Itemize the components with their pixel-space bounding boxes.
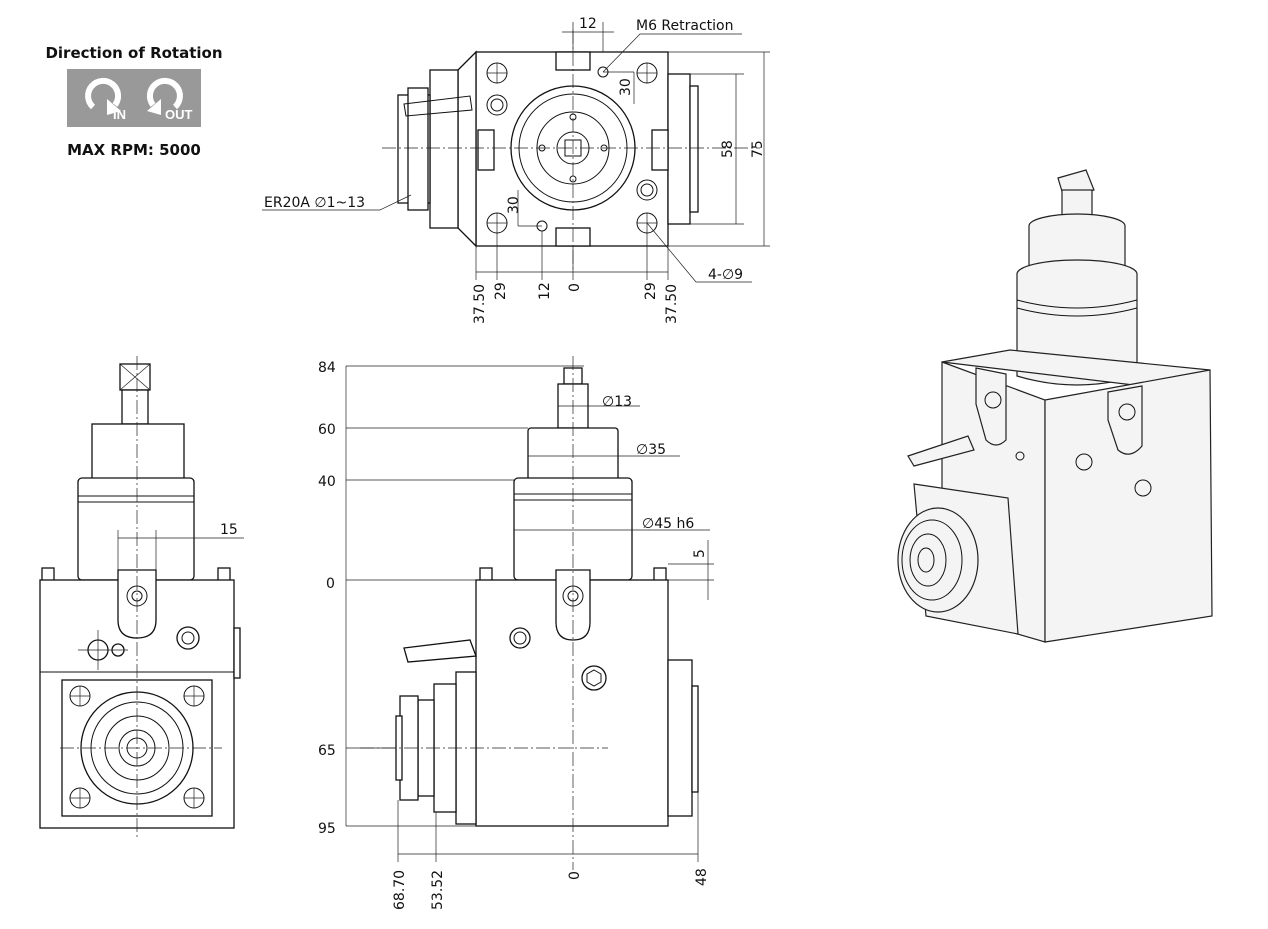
iso-clamp-left [975,367,1007,446]
dim-15-line [117,530,244,570]
side-upper-housing [91,423,185,481]
top-view-chamfer [457,50,477,248]
side-bolt-inner [181,631,195,645]
front-right-flange [667,659,693,817]
iso-collet-outer [897,507,979,613]
top-bottom-dim-label: 0 [567,283,583,292]
top-view-bottom-dim-lines [475,231,669,280]
holes-label: 4-∅9 [708,267,743,283]
dia-45-label: ∅45 h6 [642,516,694,532]
height-label: 0 [326,576,335,592]
height-label: 60 [318,422,336,438]
in-label: IN [113,107,126,122]
side-bolt [176,626,200,650]
m6-retraction-label: M6 Retraction [636,18,734,34]
rotation-legend-box: IN OUT [67,69,201,127]
top-view-collet-ring [407,87,429,211]
top-view-slot-left [477,129,495,171]
top-view-bolt-holes [486,62,658,234]
rotation-arrows-icon [85,77,183,115]
side-housing-grooves [78,495,194,503]
dim-12-label: 12 [579,16,597,32]
max-rpm-label: MAX RPM: 5000 [67,141,201,159]
iso-housing-grooves [1016,299,1138,317]
rotation-legend: Direction of Rotation IN OUT MAX RPM: 50… [44,44,224,159]
side-lower-housing [77,477,195,581]
collet-leader [262,194,412,211]
side-view: 15 [39,356,244,840]
top-bottom-dim-label: 29 [493,282,509,300]
isometric-view [897,169,1213,643]
dim-30-lower-label: 30 [506,196,522,214]
top-view-flange [429,69,459,229]
front-height-ext-lines [346,365,584,827]
front-bottom-dim-label: 68.70 [392,870,408,910]
out-label: OUT [165,107,193,122]
front-bottom-dim-label: 53.52 [430,870,446,910]
dim-5-label: 5 [692,549,708,558]
side-pin-cross [78,630,128,670]
dia-13-label: ∅13 [602,394,632,410]
rotate-ccw-arrow-icon [85,77,122,115]
top-view-lever [403,95,473,117]
rotate-cw-arrow-icon [146,77,183,115]
iso-body-right-face [1044,369,1213,643]
front-right-lip [691,685,699,793]
front-hex-socket [586,669,602,687]
front-view: 84 60 40 0 65 95 ∅13 ∅35 ∅45 h6 5 68.70 … [318,356,714,910]
height-label: 95 [318,821,336,837]
top-view-right-lip [689,85,699,213]
iso-bolt [1075,453,1093,471]
height-label: 65 [318,743,336,759]
top-view-right-flange [667,73,691,225]
front-bottom-dim-label: 0 [567,871,583,880]
legend-title: Direction of Rotation [45,44,223,62]
top-bottom-dim-label: 37.50 [664,284,680,324]
dim-30-upper-line [603,71,635,104]
top-view: 12 M6 Retraction 30 30 58 75 ER20A ∅1~13… [262,16,770,324]
iso-collet-inner [909,533,947,587]
front-centerlines [360,356,608,870]
dim-30-upper-label: 30 [618,78,634,96]
front-lever [403,639,477,663]
height-label: 84 [318,360,336,376]
front-bolt-inner [513,631,527,645]
dim-58-75-lines [735,52,765,246]
top-bottom-dim-label: 12 [537,282,553,300]
side-bolt-holes [69,685,205,809]
top-bottom-dim-label: 29 [643,282,659,300]
front-bottom-dim-lines [397,792,699,862]
side-edge [233,627,241,679]
front-bottom-dim-label: 48 [694,868,710,886]
top-view-pin [569,175,577,183]
iso-bolt [1134,479,1152,497]
side-centerlines [60,356,222,840]
dim-extension-lines [668,51,770,247]
iso-collet-bore [917,547,935,573]
front-hex-bolt [581,665,607,691]
side-shaft [121,389,149,425]
dim-12-line [562,22,614,52]
front-bolt [509,627,531,649]
dim-75-label: 75 [750,140,766,158]
m6-leader [602,33,742,73]
dim-5-line [668,540,714,600]
side-square-cross [119,363,151,391]
dim-58-label: 58 [720,140,736,158]
dia-35-label: ∅35 [636,442,666,458]
iso-pin [1015,451,1025,461]
iso-clamp-bolt [984,391,1002,409]
dim-30-lower-line [517,190,542,227]
iso-clamp-bolt [1118,403,1136,421]
top-view-slot-right [651,129,669,171]
iso-collet-ring [901,519,963,601]
top-bottom-dim-label: 37.50 [472,284,488,324]
iso-lever [907,435,975,467]
dim-15-label: 15 [220,522,238,538]
collet-label: ER20A ∅1~13 [264,195,365,211]
height-label: 40 [318,474,336,490]
holes-leader [646,222,752,283]
